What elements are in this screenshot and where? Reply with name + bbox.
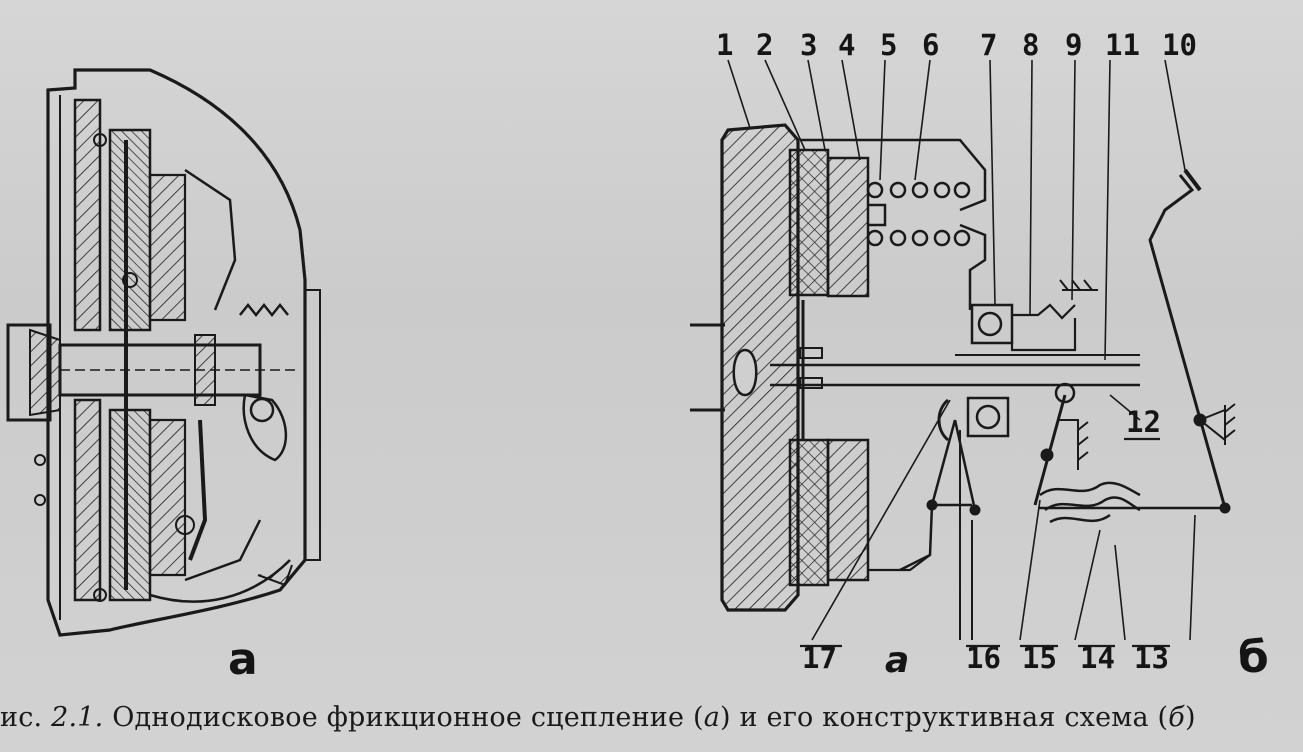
part-label-8: 8: [1022, 28, 1039, 62]
panel-b-label: б: [1238, 632, 1269, 683]
part-label-4: 4: [838, 28, 855, 62]
friction-disc-lower: [788, 438, 830, 587]
part-label-9: 9: [1065, 28, 1082, 62]
panel-b-bottom-labels: 17 16 15 14 13: [802, 641, 1169, 675]
figure-caption: ис. 2.1. Однодисковое фрикционное сцепле…: [0, 702, 1303, 748]
part-label-10: 10: [1162, 28, 1197, 62]
caption-ref-a: а: [703, 702, 721, 733]
part-label-15: 15: [1022, 641, 1057, 675]
caption-text-1: Однодисковое фрикционное сцепление (: [103, 702, 704, 733]
part-label-12: 12: [1126, 405, 1161, 439]
part-label-14: 14: [1080, 641, 1115, 675]
part-label-1: 1: [716, 28, 733, 62]
panel-b-top-labels: 1 2 3 4 5 6 7 8 9 11 10: [716, 28, 1197, 62]
part-label-11: 11: [1105, 28, 1140, 62]
part-label-13: 13: [1134, 641, 1169, 675]
caption-prefix: ис.: [0, 702, 52, 733]
panel-a-drawing: [6, 68, 321, 637]
panel-b-drawing: [690, 59, 1236, 648]
caption-number: 2.1.: [51, 702, 104, 733]
part-label-2: 2: [756, 28, 773, 62]
panel-a-label: а: [228, 634, 258, 685]
pressure-springs: [866, 181, 971, 247]
gap-label-a: а: [885, 640, 909, 681]
clutch-pedal: [1148, 174, 1227, 509]
caption-text-3: ): [1184, 702, 1196, 733]
friction-disc-upper: [788, 148, 830, 297]
part-label-6: 6: [922, 28, 939, 62]
caption-ref-b: б: [1168, 702, 1185, 733]
return-spring: [1039, 481, 1141, 524]
caption-text-2: ) и его конструктивная схема (: [720, 702, 1169, 733]
release-bearing-lower: [966, 396, 1010, 438]
part-label-16: 16: [966, 641, 1001, 675]
part-label-3: 3: [800, 28, 817, 62]
part-label-17: 17: [802, 641, 837, 675]
clutch-shaft: [770, 363, 1140, 387]
leader-lines: [727, 59, 1196, 641]
release-bearing-upper: [970, 303, 1014, 345]
part-label-7: 7: [980, 28, 997, 62]
pressure-plate-lower: [826, 438, 870, 582]
pressure-plate-upper: [826, 156, 870, 298]
part-label-5: 5: [880, 28, 897, 62]
flywheel: [720, 123, 800, 612]
